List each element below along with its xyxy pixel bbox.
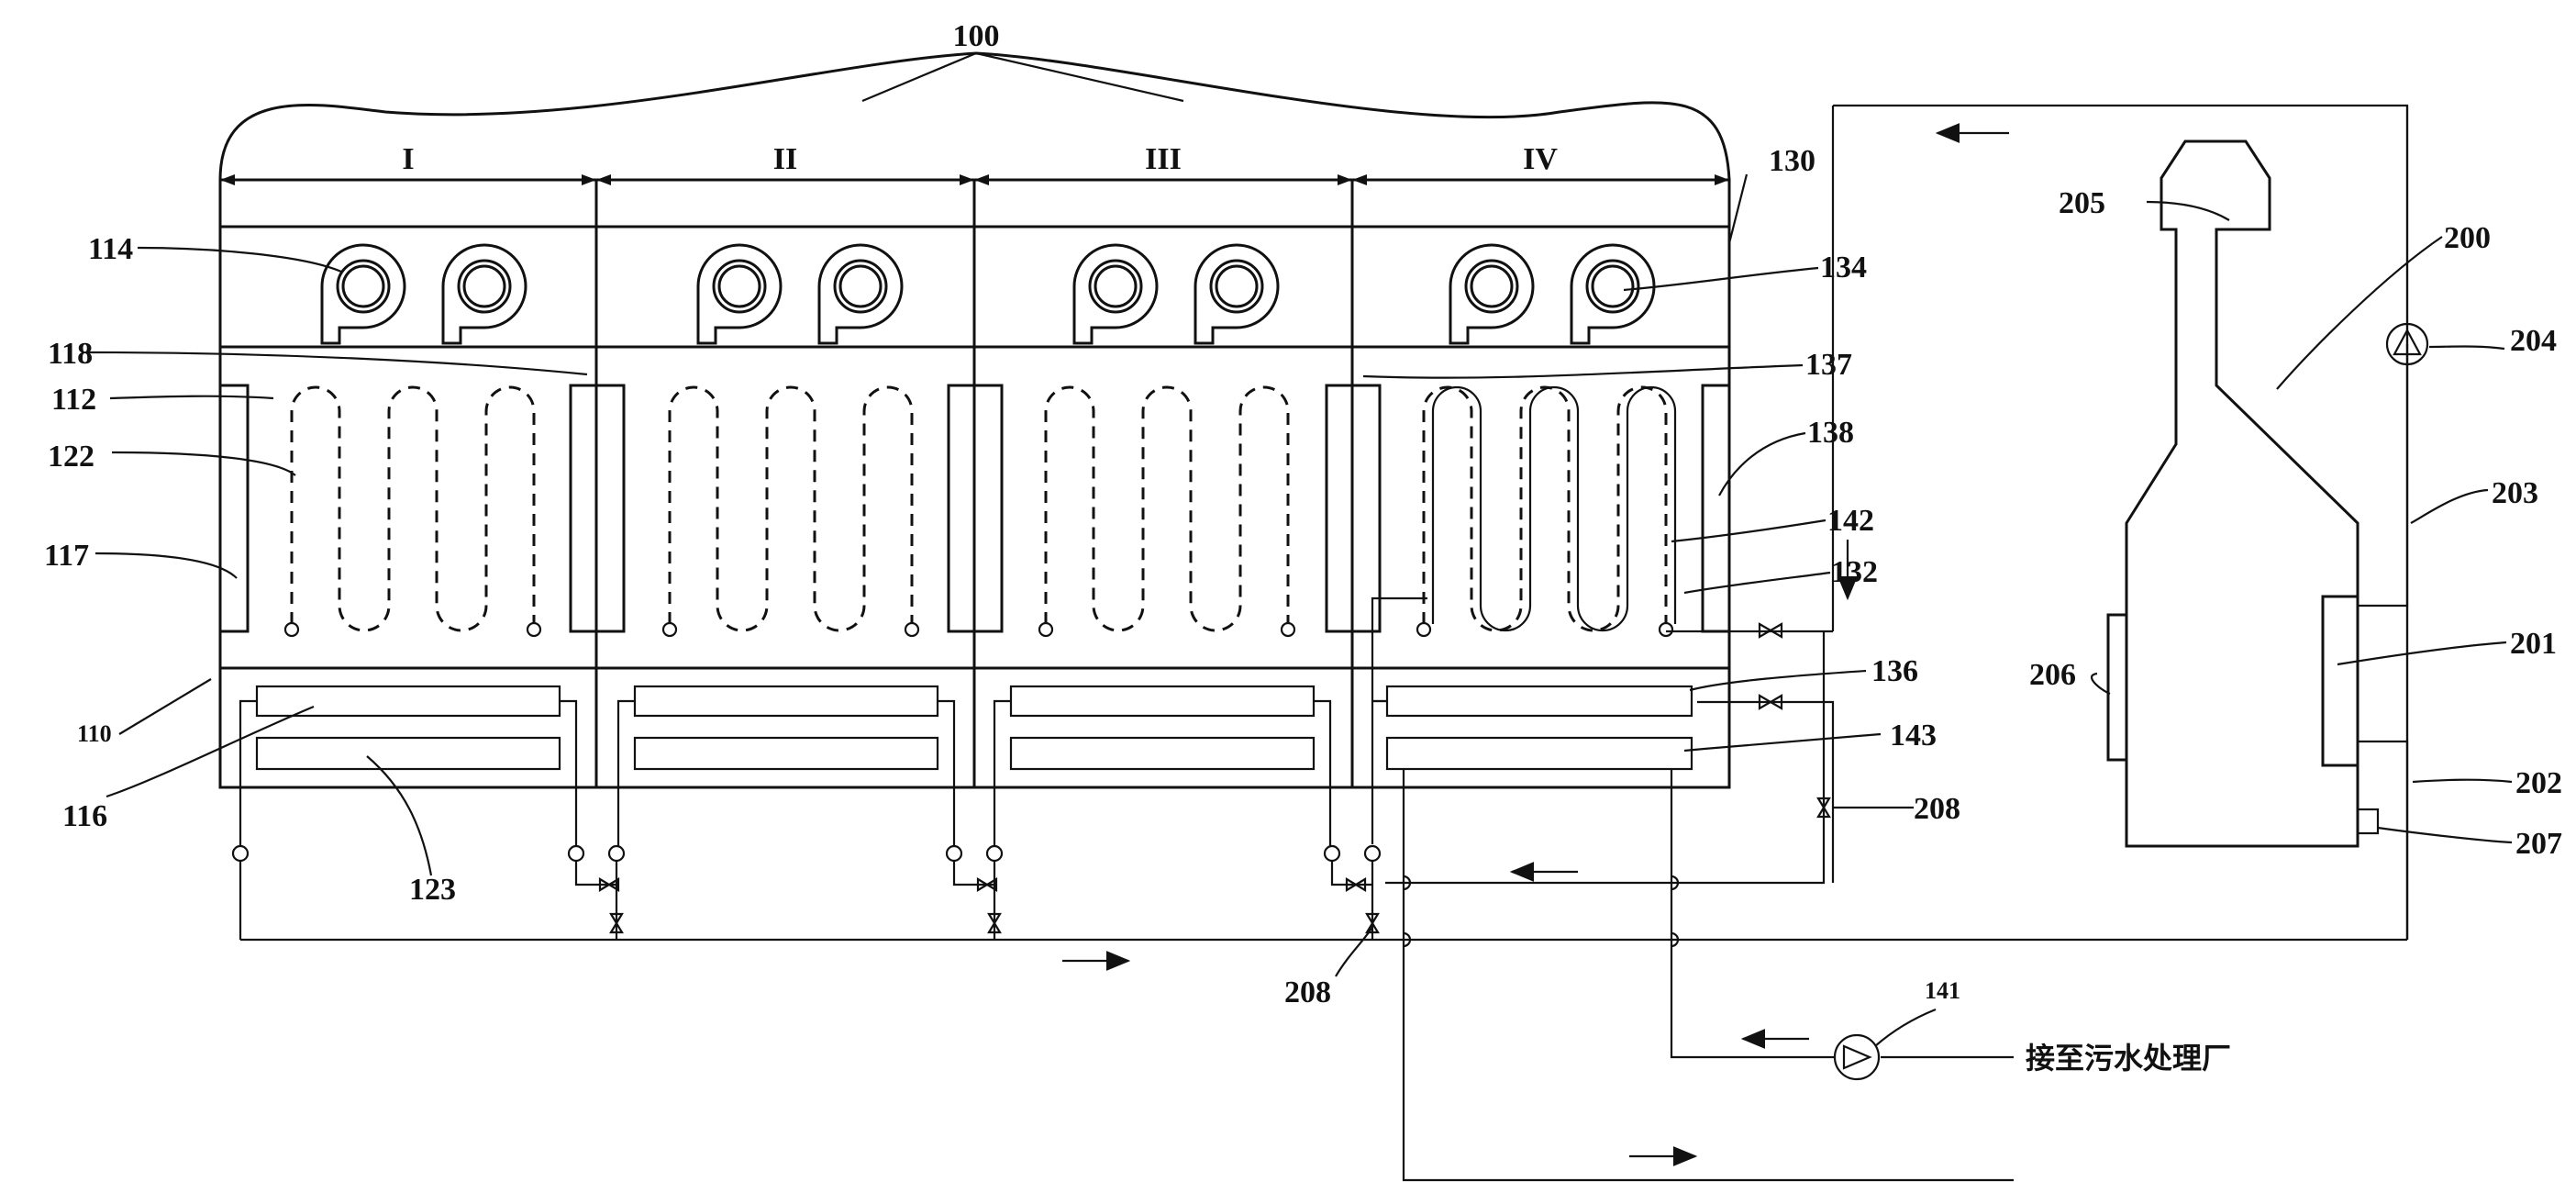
label-208-bottom: 208 — [1284, 975, 1331, 1009]
label-134: 134 — [1820, 251, 1867, 284]
label-117: 117 — [44, 539, 89, 573]
fan-icon — [1194, 243, 1280, 345]
fan-icon — [1570, 243, 1656, 345]
port-207 — [2356, 808, 2380, 835]
label-137: 137 — [1805, 348, 1852, 382]
label-132: 132 — [1831, 555, 1878, 589]
label-122: 122 — [48, 440, 94, 474]
label-141: 141 — [1925, 977, 1960, 1004]
label-200: 200 — [2444, 221, 2491, 255]
pump-204 — [2385, 322, 2429, 366]
tray-123 — [255, 736, 561, 771]
tray-zone2-bottom — [633, 736, 939, 771]
label-114: 114 — [88, 232, 133, 266]
zone-dimension-lines — [220, 174, 1729, 185]
label-207: 207 — [2515, 827, 2562, 861]
tray-piping — [239, 699, 1387, 846]
label-138: 138 — [1807, 416, 1854, 450]
label-205: 205 — [2059, 186, 2105, 220]
reference-labels: 100 130 114 134 118 137 112 122 138 117 … — [44, 19, 2562, 1076]
valve-symbols — [598, 622, 1831, 934]
duct-zone2 — [947, 384, 1004, 633]
duct-118 — [569, 384, 626, 633]
fan-icon — [1449, 243, 1535, 345]
label-130: 130 — [1769, 144, 1815, 178]
duct-137 — [1325, 384, 1382, 633]
zone-label-1: I — [402, 142, 414, 176]
boiler-tower — [2106, 139, 2409, 940]
circulating-fans — [320, 243, 1656, 345]
tray-zone2-top — [633, 685, 939, 718]
leader-lines — [87, 51, 2513, 1047]
label-112: 112 — [51, 383, 96, 417]
coil-zone-4 — [1416, 385, 1677, 638]
tray-143 — [1385, 736, 1693, 771]
label-110: 110 — [77, 720, 112, 747]
coil-zone-3 — [1038, 385, 1296, 638]
port-201 — [2321, 595, 2359, 767]
duct-138 — [1701, 384, 1731, 633]
tray-zone3-top — [1009, 685, 1316, 718]
fan-icon — [1072, 243, 1159, 345]
label-136: 136 — [1871, 654, 1918, 688]
tray-zone3-bottom — [1009, 736, 1316, 771]
dryer-roof-curve — [218, 51, 1731, 181]
sewage-plant-label: 接至污水处理厂 — [2026, 1041, 2231, 1076]
port-206 — [2106, 613, 2128, 762]
flow-arrows — [1062, 123, 2009, 1166]
zone-label-2: II — [773, 142, 797, 176]
coil-zone-1 — [283, 385, 542, 638]
tray-136 — [1385, 685, 1693, 718]
coil-zone-2 — [661, 385, 920, 638]
bottom-collection-piping — [231, 596, 2407, 942]
label-143: 143 — [1890, 719, 1937, 752]
zone-label-3: III — [1145, 142, 1182, 176]
label-206: 206 — [2029, 658, 2076, 692]
duct-117 — [218, 384, 250, 633]
right-side-piping — [1402, 104, 2409, 1182]
serpentine-coils — [283, 385, 1677, 638]
fan-icon — [817, 243, 904, 345]
label-204: 204 — [2510, 324, 2557, 358]
label-203: 203 — [2492, 476, 2538, 510]
fan-icon — [320, 243, 406, 345]
pump-141 — [1833, 1033, 1881, 1081]
label-142: 142 — [1827, 504, 1874, 538]
label-100: 100 — [953, 19, 1000, 53]
label-201: 201 — [2510, 627, 2557, 661]
label-202: 202 — [2515, 766, 2562, 800]
label-116: 116 — [62, 799, 107, 833]
label-118: 118 — [48, 337, 93, 371]
fan-icon — [696, 243, 783, 345]
zone-label-4: IV — [1523, 142, 1558, 176]
fan-icon — [441, 243, 527, 345]
label-123: 123 — [409, 873, 456, 907]
dryer-body — [218, 51, 1731, 789]
label-208-right: 208 — [1914, 792, 1960, 826]
